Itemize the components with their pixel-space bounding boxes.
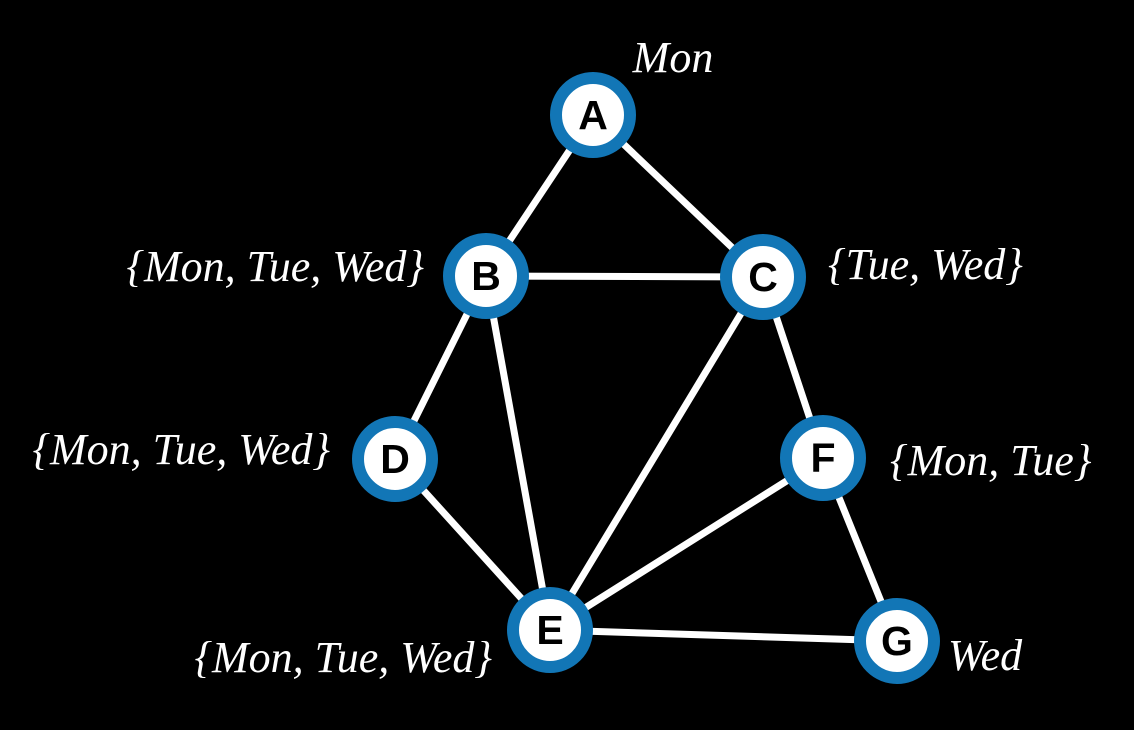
node-A-domain-label: Mon [632, 33, 714, 82]
node-E-domain-label: {Mon, Tue, Wed} [194, 633, 492, 682]
node-E-letter: E [536, 607, 563, 653]
labels-layer: Mon {Mon, Tue, Wed} {Tue, Wed} {Mon, Tue, W… [32, 33, 1091, 682]
node-B-letter: B [471, 253, 501, 299]
node-B-domain-label: {Mon, Tue, Wed} [126, 242, 424, 291]
node-D-circle [352, 416, 438, 502]
edge-E-F [546, 454, 827, 634]
node-G-letter: G [881, 618, 913, 664]
nodes-layer: A B C D E F G [352, 72, 940, 684]
node-F-domain-label: {Mon, Tue} [890, 436, 1092, 485]
node-C-circle [720, 234, 806, 320]
edges-layer [391, 111, 901, 645]
node-G-circle [854, 598, 940, 684]
edge-B-E [482, 272, 554, 634]
edge-C-E [546, 273, 767, 634]
node-C-letter: C [748, 254, 778, 300]
node-B-circle [443, 233, 529, 319]
edge-E-G [546, 626, 901, 645]
node-G-domain-label: Wed [948, 631, 1023, 680]
node-A-letter: A [578, 92, 608, 138]
node-E-circle [507, 587, 593, 673]
node-D-domain-label: {Mon, Tue, Wed} [32, 425, 330, 474]
edge-B-C [482, 272, 767, 281]
node-F-letter: F [810, 435, 835, 481]
node-A-circle [550, 72, 636, 158]
node-F-circle [780, 415, 866, 501]
node-C-domain-label: {Tue, Wed} [828, 240, 1023, 289]
node-D-letter: D [380, 436, 410, 482]
